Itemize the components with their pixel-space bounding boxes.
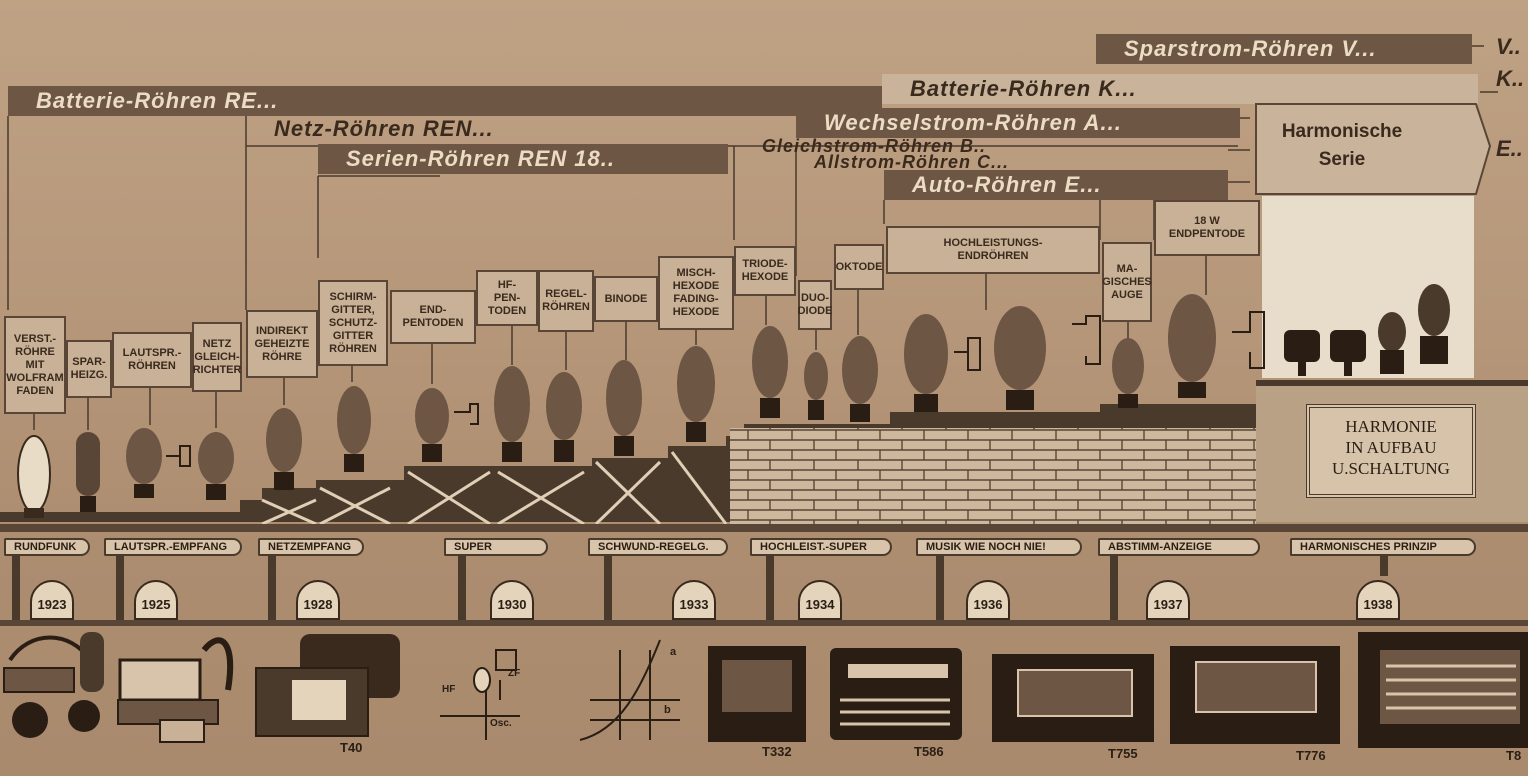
model-label-t40: T40 (340, 740, 363, 755)
milestone-sign-abstimmanzeige: ABSTIMM-ANZEIGE (1098, 538, 1260, 556)
band-wechselstrom: Wechselstrom-Röhren A... (796, 108, 1240, 138)
radio-t586 (830, 648, 962, 740)
circuit-label-a: a (670, 646, 677, 658)
posts (12, 556, 1388, 620)
band-batterie-k-end: K.. (1496, 66, 1525, 91)
radio-t776 (1170, 646, 1340, 744)
early-receiver-1923 (3, 632, 104, 738)
tube-label-magisches-auge: MA- GISCHES AUGE (1102, 242, 1152, 322)
year-marker-1928: 1928 (296, 580, 340, 620)
band-auto: Auto-Röhren E... (884, 170, 1228, 200)
band-netz: Netz-Röhren REN... (274, 116, 494, 141)
tube-label-mischhexode: MISCH- HEXODE FADING- HEXODE (658, 256, 734, 330)
circuit-agc (579, 639, 680, 741)
band-gleichstrom: Gleichstrom-Röhren B.. (762, 136, 987, 156)
model-label-t776: T776 (1296, 748, 1326, 763)
circuit-label-b: b (664, 704, 671, 716)
year-marker-1936: 1936 (966, 580, 1010, 620)
tube-label-tungsten: VERST.- RÖHRE MIT WOLFRAM FADEN (4, 316, 66, 414)
band-sparstrom-end: V.. (1496, 34, 1521, 59)
brick-wall (730, 428, 1256, 524)
band-batterie-re: Batterie-Röhren RE... (8, 86, 882, 116)
radio-t332 (708, 646, 806, 742)
milestone-sign-harmonisch: HARMONISCHES PRINZIP (1290, 538, 1476, 556)
tube-label-netzgleichrichter: NETZ GLEICH- RICHTER (192, 322, 242, 392)
milestone-sign-lautsprecher: LAUTSPR.-EMPFANG (104, 538, 242, 556)
tube-label-18w-endpentode: 18 W ENDPENTODE (1154, 200, 1260, 256)
year-marker-1925: 1925 (134, 580, 178, 620)
rail (0, 524, 1528, 532)
year-marker-1938: 1938 (1356, 580, 1400, 620)
milestone-sign-rundfunk: RUNDFUNK (4, 538, 90, 556)
tube-label-duodiode: DUO- DIODE (798, 280, 832, 330)
milestone-sign-netzempfang: NETZEMPFANG (258, 538, 364, 556)
model-label-t586: T586 (914, 744, 944, 759)
model-label-t755: T755 (1108, 746, 1138, 761)
year-marker-1933: 1933 (672, 580, 716, 620)
tube-label-oktode: OKTODE (834, 244, 884, 290)
band-allstrom: Allstrom-Röhren C... (814, 152, 1010, 172)
year-marker-1934: 1934 (798, 580, 842, 620)
radio-t8 (1358, 632, 1528, 748)
timeline-bar (0, 620, 1528, 626)
circuit-label-hf: HF (442, 684, 456, 695)
radio-sets (3, 632, 1528, 748)
wooden-trestles (261, 451, 728, 526)
circuit-label-osc: Osc. (490, 718, 512, 729)
model-label-t8: T8 (1506, 748, 1522, 763)
year-marker-1937: 1937 (1146, 580, 1190, 620)
circuit-label-zf: ZF (508, 668, 521, 679)
milestone-sign-hochleistungssuper: HOCHLEIST.-SUPER (750, 538, 892, 556)
tube-label-sparheizung: SPAR- HEIZG. (66, 340, 112, 398)
milestone-sign-musik: MUSIK WIE NOCH NIE! (916, 538, 1082, 556)
harmonic-series-end: E.. (1496, 136, 1523, 161)
band-sparstrom: Sparstrom-Röhren V... (1096, 34, 1472, 64)
tube-label-binode: BINODE (594, 276, 658, 322)
tube-label-hochleistung: HOCHLEISTUNGS- ENDRÖHREN (886, 226, 1100, 274)
tube-label-triodehexode: TRIODE- HEXODE (734, 246, 796, 296)
band-serien: Serien-Röhren REN 18.. (318, 144, 728, 174)
tube-label-indirekt: INDIREKT GEHEIZTE RÖHRE (246, 310, 318, 378)
tube-label-lautsprecher: LAUTSPR.- RÖHREN (112, 332, 192, 388)
tube-label-endpentoden: END- PENTODEN (390, 290, 476, 344)
circuit-superhet (440, 649, 520, 740)
radio-t755 (992, 654, 1154, 742)
receiver-1925 (117, 637, 234, 743)
year-marker-1923: 1923 (30, 580, 74, 620)
radio-t40 (255, 634, 400, 737)
tube-label-schirmgitter: SCHIRM- GITTER, SCHUTZ- GITTER RÖHREN (318, 280, 388, 366)
model-label-t332: T332 (762, 744, 792, 759)
year-marker-1930: 1930 (490, 580, 534, 620)
tube-label-regelroehren: REGEL- RÖHREN (538, 270, 594, 332)
band-batterie-k: Batterie-Röhren K... (882, 74, 1478, 104)
tubes (17, 284, 1450, 518)
milestone-sign-schwundregelung: SCHWUND-REGELG. (588, 538, 728, 556)
harmony-sign: HARMONIE IN AUFBAU U.SCHALTUNG (1306, 404, 1476, 498)
tube-label-hf-pentoden: HF- PEN- TODEN (476, 270, 538, 326)
harmonic-series-title: Harmonische Serie (1281, 121, 1403, 170)
milestone-sign-super: SUPER (444, 538, 548, 556)
